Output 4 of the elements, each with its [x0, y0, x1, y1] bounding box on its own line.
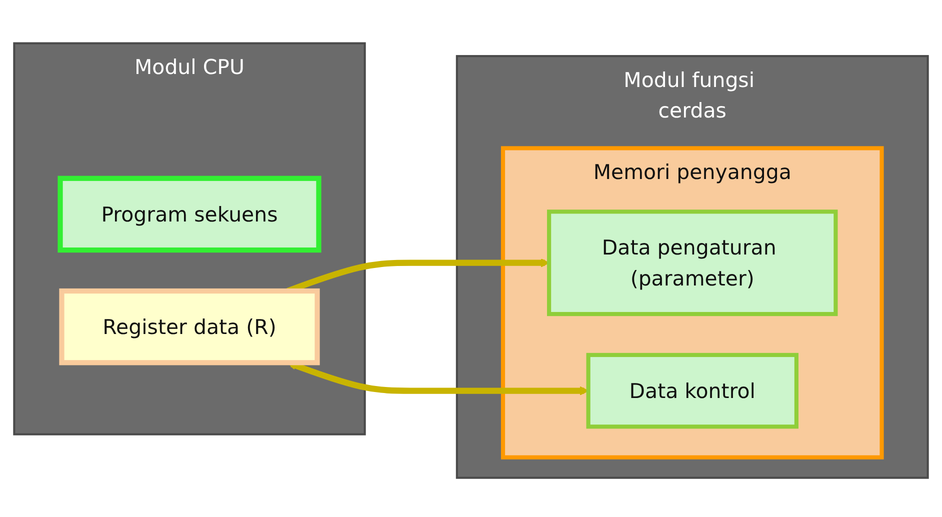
node-box: Program sekuens [58, 176, 322, 253]
node-box: Data pengaturan (parameter) [547, 210, 838, 316]
node-box: Register data (R) [59, 288, 320, 366]
node-box: Data kontrol [586, 352, 798, 429]
